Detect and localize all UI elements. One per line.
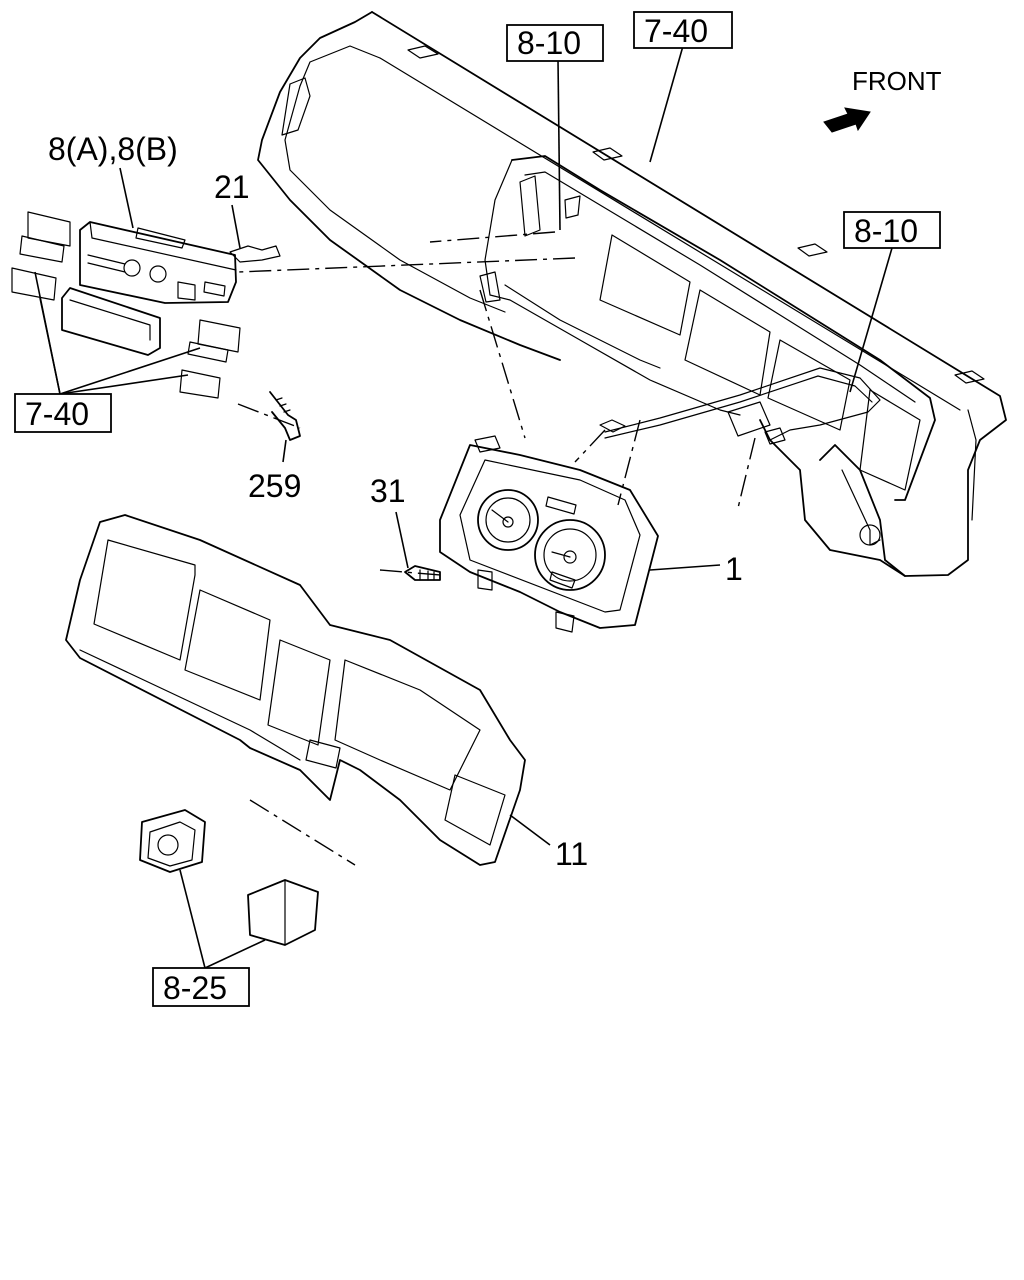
- ref-box-810-right: 8-10: [843, 211, 941, 249]
- ref-810-right-label: 8-10: [854, 213, 918, 249]
- wire-harness: [599, 367, 881, 445]
- callout-31: 31: [370, 473, 406, 509]
- screw-31: [404, 565, 441, 581]
- ref-740-top-label: 7-40: [644, 13, 708, 49]
- mounting-brackets: [11, 211, 301, 441]
- ref-box-740-top: 7-40: [633, 11, 733, 49]
- ref-box-825: 8-25: [152, 967, 250, 1007]
- switch-unit-a: [139, 809, 206, 873]
- audio-unit: [79, 221, 281, 304]
- ref-740-left-label: 7-40: [25, 396, 89, 432]
- dashboard-panel: [257, 11, 1007, 577]
- connector-lines: [237, 231, 756, 866]
- callout-259: 259: [248, 468, 301, 504]
- front-direction: FRONT: [823, 66, 942, 133]
- instrument-cluster: [439, 435, 659, 633]
- callout-1: 1: [725, 551, 743, 587]
- switch-unit-b: [247, 879, 319, 946]
- callout-11: 11: [555, 836, 588, 872]
- cluster-bezel: [65, 514, 526, 866]
- callout-8ab: 8(A),8(B): [48, 131, 178, 167]
- ref-825-label: 8-25: [163, 970, 227, 1006]
- ref-box-810-top: 8-10: [506, 24, 604, 62]
- front-label: FRONT: [852, 66, 942, 96]
- arrow-front-icon: [823, 107, 871, 133]
- ref-box-740-left: 7-40: [14, 393, 112, 433]
- callout-21: 21: [214, 169, 250, 205]
- ref-810-top-label: 8-10: [517, 25, 581, 61]
- leader-lines: [34, 45, 893, 969]
